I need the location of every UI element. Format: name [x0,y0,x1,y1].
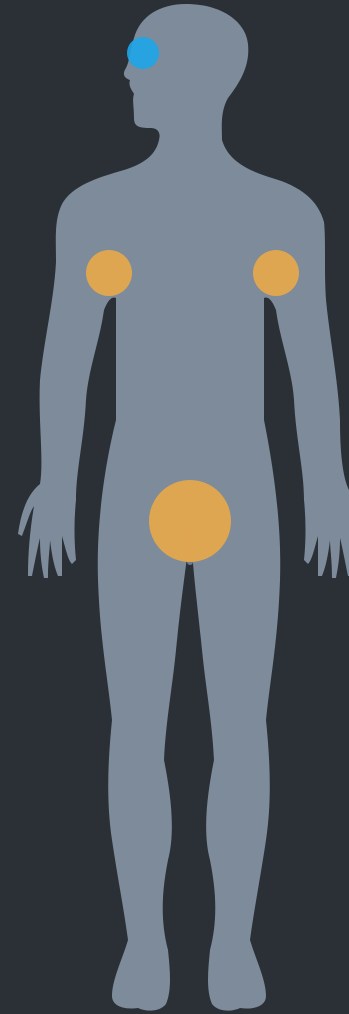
eye-marker[interactable] [127,37,159,69]
groin-marker[interactable] [149,480,231,562]
torso-and-arms [18,130,349,1011]
left-armpit-marker[interactable] [253,250,299,296]
right-armpit-marker[interactable] [86,250,132,296]
head [124,4,248,140]
